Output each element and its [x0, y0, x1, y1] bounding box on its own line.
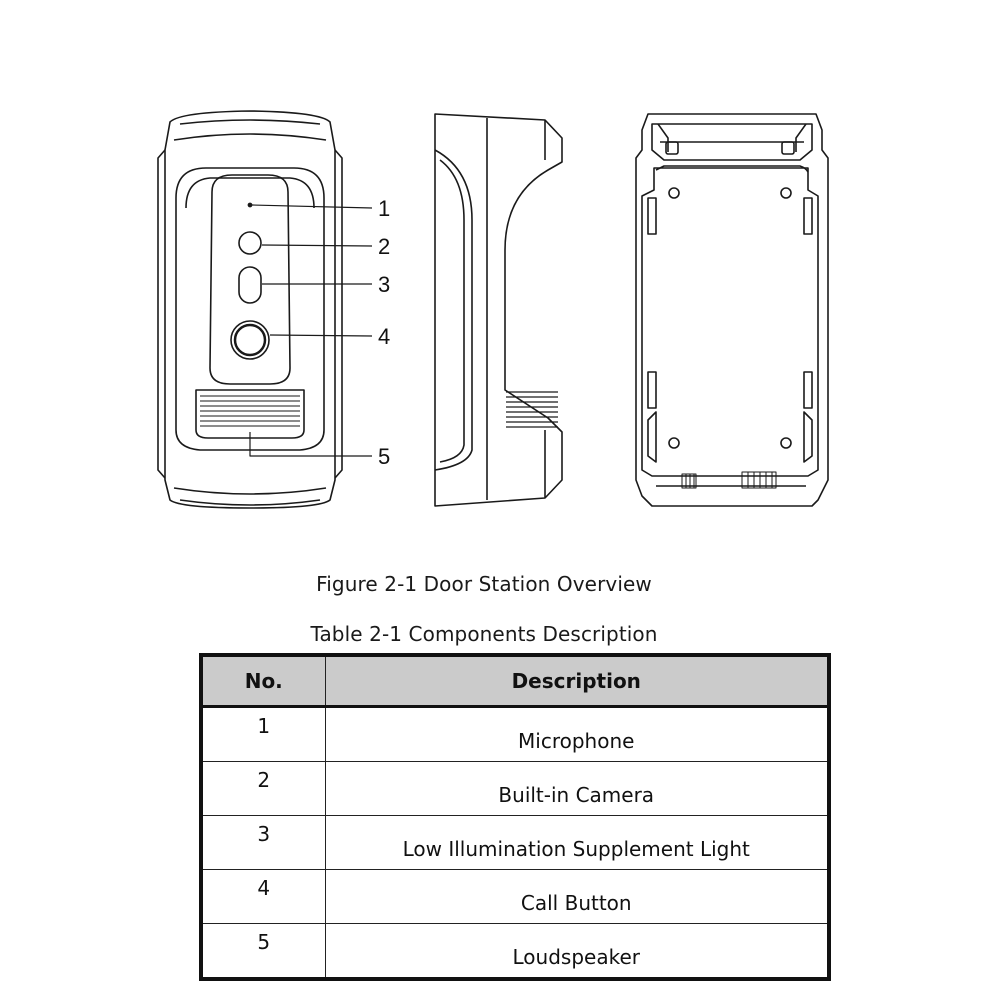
callout-number-5: 5: [378, 444, 390, 469]
header-description: Description: [324, 654, 830, 708]
components-table: No. Description 1 Microphone 2 Built-in …: [199, 653, 831, 981]
row-number: 1: [200, 706, 326, 762]
row-description: Call Button: [324, 869, 830, 924]
callout-lines: [249, 204, 373, 457]
table-row: 1 Microphone: [200, 706, 830, 762]
row-description: Loudspeaker: [324, 923, 830, 980]
side-view-drawing: [434, 113, 563, 507]
table-row: 3 Low Illumination Supplement Light: [200, 815, 830, 870]
header-no: No.: [200, 654, 326, 708]
callout-number-1: 1: [378, 196, 390, 221]
back-view-drawing: [635, 113, 829, 507]
row-number: 4: [200, 869, 326, 924]
table-row: 4 Call Button: [200, 869, 830, 924]
row-number: 2: [200, 761, 326, 816]
door-station-figure: 1 2 3 4 5: [157, 110, 829, 509]
front-view-drawing: [157, 110, 343, 509]
row-number: 3: [200, 815, 326, 870]
figure-caption: Figure 2-1 Door Station Overview: [316, 572, 652, 596]
table-header-row: No. Description: [200, 654, 830, 708]
callout-number-4: 4: [378, 324, 390, 349]
callout-number-2: 2: [378, 234, 390, 259]
row-number: 5: [200, 923, 326, 980]
callout-number-3: 3: [378, 272, 390, 297]
table-row: 2 Built-in Camera: [200, 761, 830, 816]
table-row: 5 Loudspeaker: [200, 923, 830, 980]
row-description: Built-in Camera: [324, 761, 830, 816]
row-description: Microphone: [324, 706, 830, 762]
row-description: Low Illumination Supplement Light: [324, 815, 830, 870]
table-caption: Table 2-1 Components Description: [310, 622, 658, 646]
